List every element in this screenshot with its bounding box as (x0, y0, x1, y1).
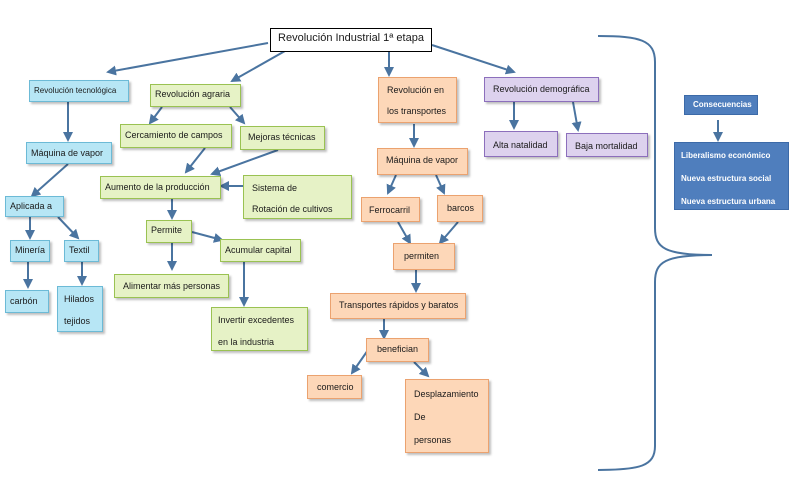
revolucion-demografica-box: Revolución demográfica (484, 77, 599, 102)
arrow-permite-to-acumular (191, 231, 224, 243)
desplazamiento-personas-box: Desplazamiento De personas (405, 379, 489, 453)
invertir-line: Invertir excedentes (218, 315, 295, 325)
arrow-barcos-to-permiten (438, 221, 459, 245)
aplicada-box: Aplicada a (5, 196, 64, 217)
revolucion-transportes-box: Revolución en los transportes (378, 77, 457, 123)
barcos-box: barcos (437, 195, 483, 222)
arrow-maquina-to-barcos (435, 174, 446, 195)
carbon-box: carbón (5, 290, 49, 313)
consecuencias-box: Consecuencias (684, 95, 758, 115)
alta-natalidad-box: Alta natalidad (484, 131, 558, 157)
transportes-rapidos-box: Transportes rápidos y baratos (330, 293, 466, 319)
arrow-maquina-to-ferrocarril (386, 174, 397, 195)
desplazamiento-line: Desplazamiento (414, 389, 479, 399)
arrow-ferrocarril-to-permiten (397, 221, 411, 245)
consecuencia-liberalismo: Liberalismo económico (681, 151, 771, 160)
arrow-mejoras-to-aumento (210, 149, 279, 176)
invertir-excedentes-box: Invertir excedentes en la industria (211, 307, 308, 351)
mejoras-tecnicas-box: Mejoras técnicas (240, 126, 325, 150)
arrow-cercamiento-to-aumento (184, 147, 206, 174)
arrow-agraria-to-cercamiento (148, 106, 163, 125)
revolucion-tecnologica-box: Revolución tecnológica (29, 80, 129, 102)
personas-line: personas (414, 434, 452, 445)
permiten-box: permiten (393, 243, 455, 270)
hilados-tejidos-box: Hilados tejidos (57, 286, 103, 332)
sistema-rotacion-box: Sistema de Rotación de cultivos (243, 175, 352, 219)
baja-mortalidad-box: Baja mortalidad (566, 133, 648, 157)
industria-line: en la industria (218, 336, 275, 347)
consecuencias-list: Liberalismo económico Nueva estructura s… (674, 142, 789, 210)
maquina-vapor-tecnologica-box: Máquina de vapor (26, 142, 112, 164)
arrow-title-to-tecnologica (106, 42, 269, 76)
arrow-agraria-to-mejoras (229, 106, 246, 125)
arrow-benefician-to-comercio (350, 349, 369, 375)
maquina-vapor-transportes-box: Máquina de vapor (377, 148, 468, 175)
title-box: Revolución Industrial 1ª etapa (270, 28, 432, 52)
tejidos-line: tejidos (64, 315, 91, 326)
curly-brace (597, 35, 713, 471)
aumento-produccion-box: Aumento de la producción (100, 176, 221, 199)
textil-box: Textil (64, 240, 99, 262)
arrow-benefician-to-desplazamiento (413, 361, 430, 378)
arrow-title-to-demografica (431, 44, 516, 75)
cercamiento-campos-box: Cercamiento de campos (120, 124, 232, 148)
benefician-box: benefician (366, 338, 429, 362)
comercio-box: comercio (307, 375, 362, 399)
revolucion-en-line: Revolución en (387, 85, 445, 95)
permite-box: Permite (146, 220, 192, 243)
revolucion-agraria-box: Revolución agraria (150, 84, 241, 107)
mineria-box: Minería (10, 240, 50, 262)
consecuencia-urbana: Nueva estructura urbana (681, 197, 776, 207)
acumular-capital-box: Acumular capital (220, 239, 301, 262)
arrow-maquina-to-aplicada (30, 163, 69, 198)
arrow-demografica-to-mortalidad (571, 101, 582, 132)
hilados-line: Hilados (64, 294, 95, 304)
arrow-title-to-agraria (230, 50, 286, 82)
rotacion-line: Rotación de cultivos (252, 203, 333, 214)
sistema-line: Sistema de (252, 183, 298, 193)
de-line: De (414, 411, 426, 422)
alimentar-personas-box: Alimentar más personas (114, 274, 229, 298)
ferrocarril-box: Ferrocarril (361, 197, 420, 222)
arrow-aplicada-to-textil (57, 216, 80, 240)
consecuencia-social: Nueva estructura social (681, 174, 772, 184)
los-transportes-line: los transportes (387, 105, 447, 116)
